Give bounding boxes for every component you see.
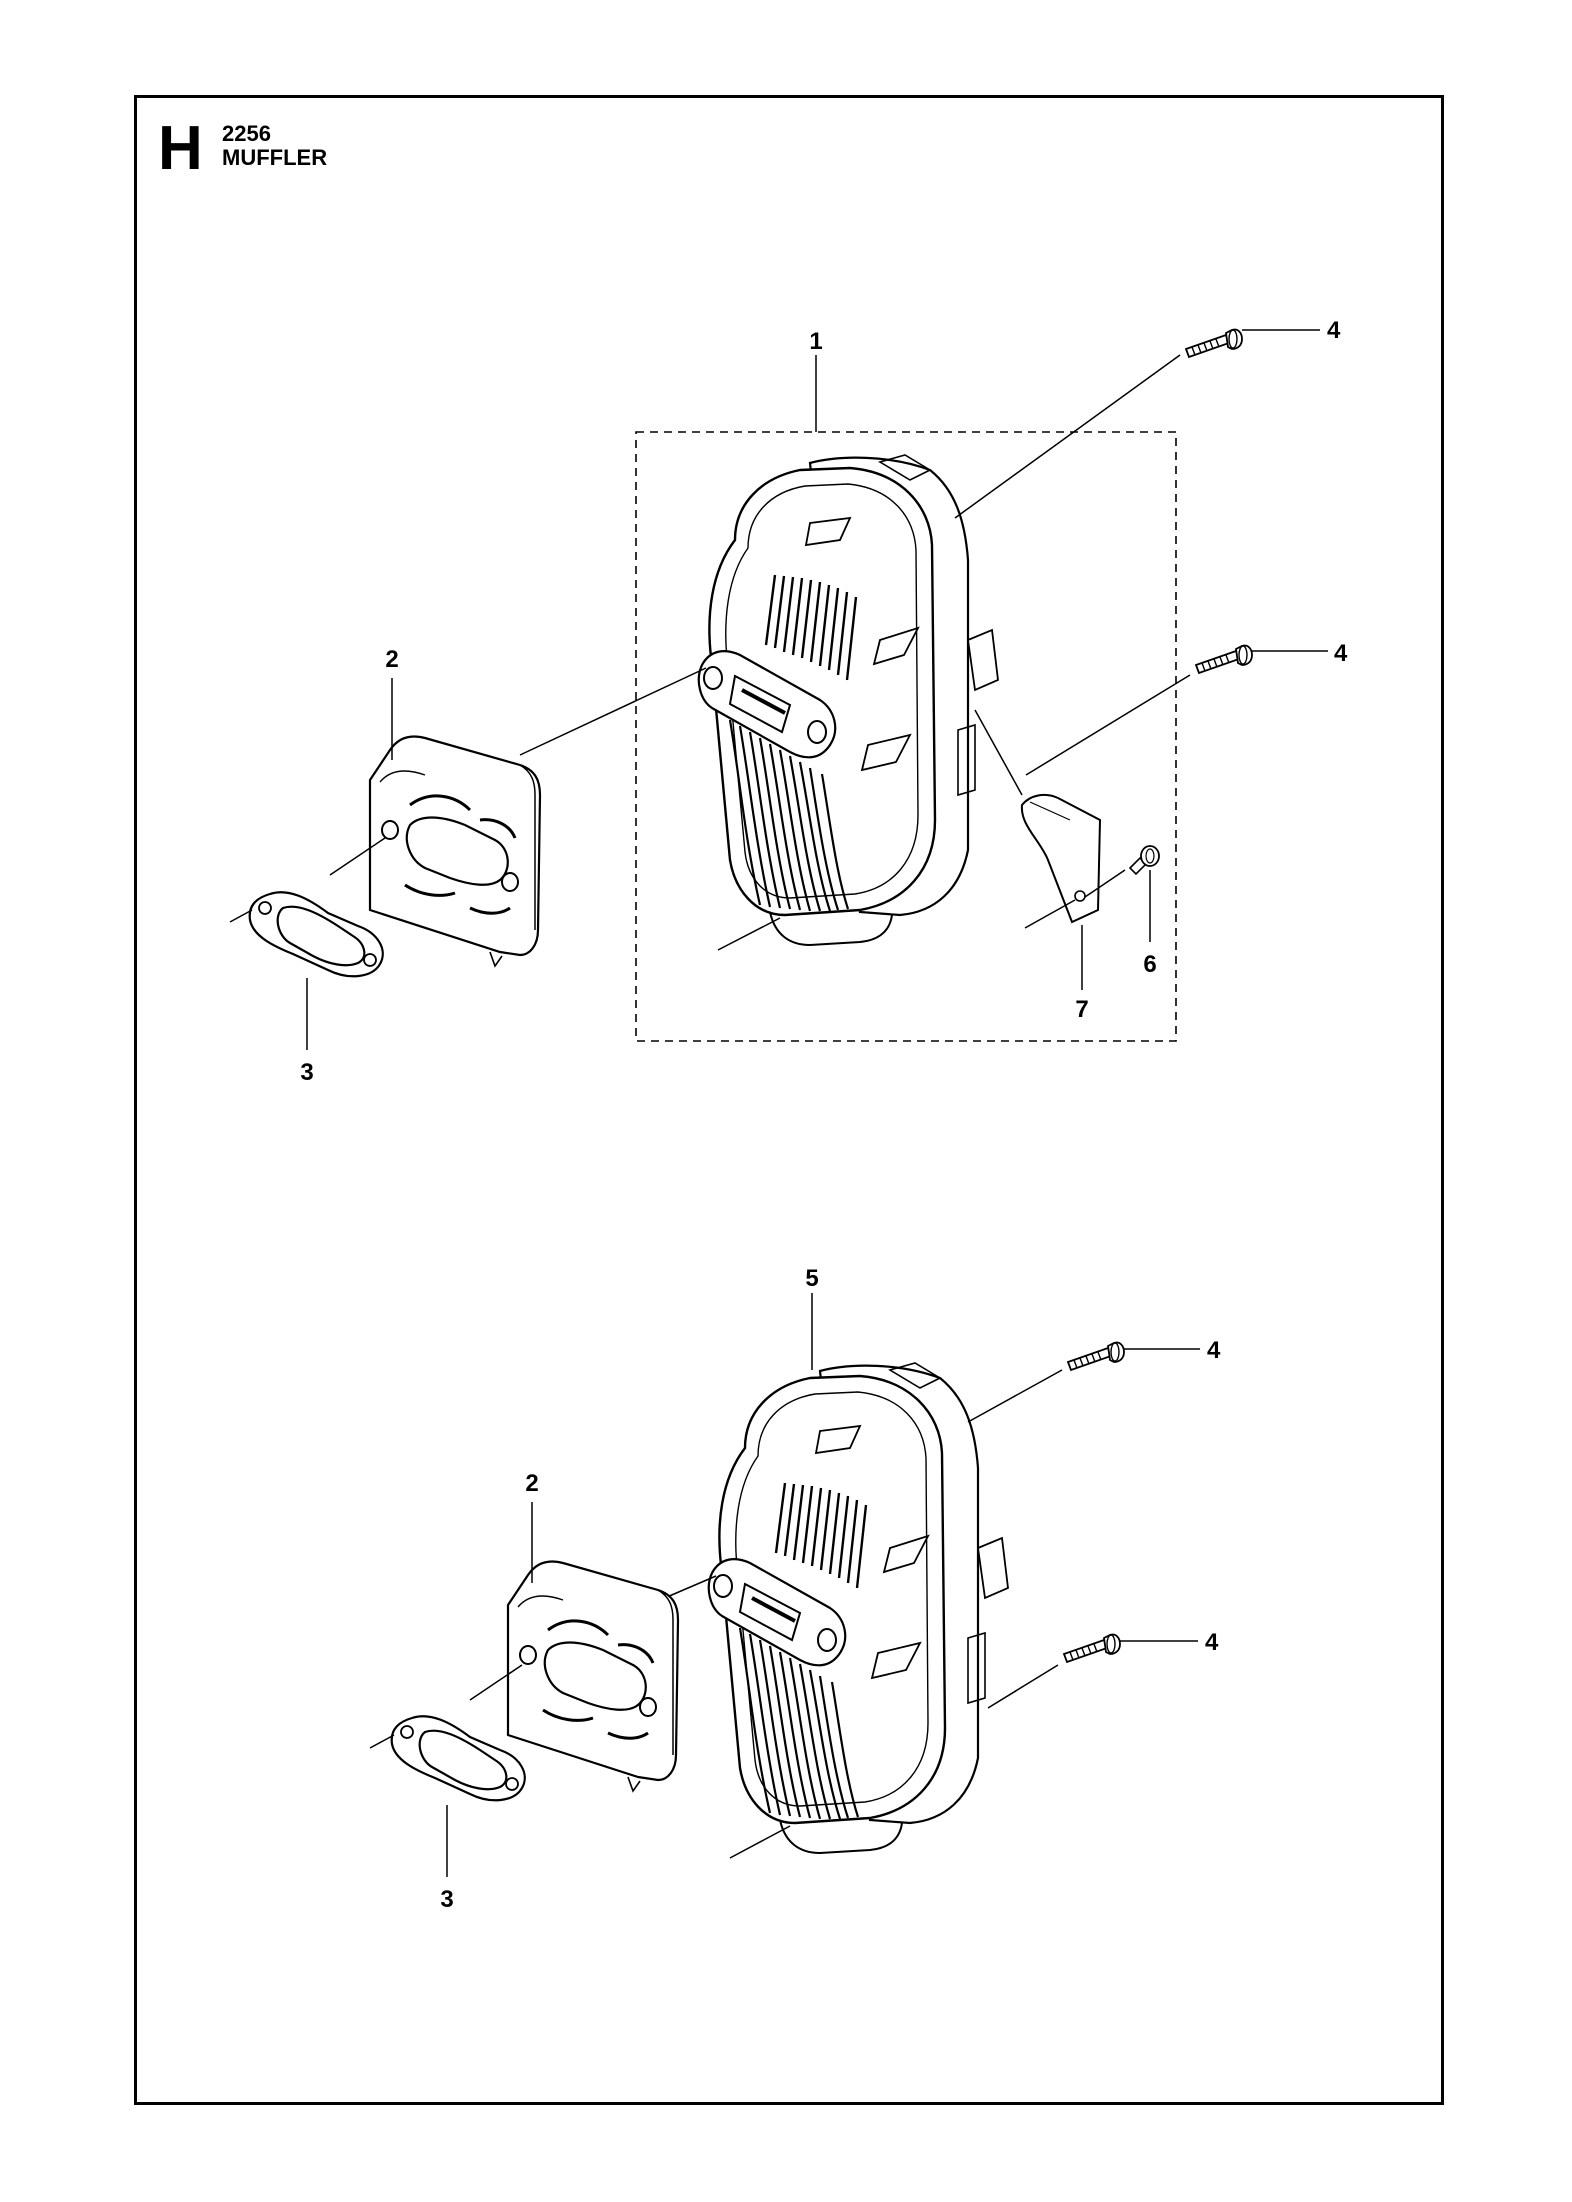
- callout-4-lower-bottom: 4: [1205, 1629, 1219, 1656]
- callout-6: 6: [1143, 951, 1156, 978]
- deflector: [1020, 793, 1102, 924]
- assembly-boundary: [635, 431, 1177, 1042]
- callout-3: 3: [300, 1059, 313, 1086]
- lower-assembly: 5 4 4 2 3: [369, 1265, 1221, 1913]
- callout-5: 5: [805, 1265, 818, 1292]
- callout-4-lower-top: 4: [1207, 1337, 1221, 1364]
- muffler: [706, 1361, 1010, 1855]
- page-title: MUFFLER: [222, 145, 328, 170]
- callout-2: 2: [385, 646, 398, 673]
- callout-7: 7: [1075, 996, 1088, 1023]
- cooling-plate: [506, 1560, 680, 1793]
- cooling-plate: [368, 735, 542, 968]
- callout-4-top: 4: [1327, 317, 1341, 344]
- bolt-top: [1185, 328, 1243, 358]
- upper-assembly: 1 4 4 7: [229, 317, 1348, 1086]
- callout-4-mid: 4: [1334, 640, 1348, 667]
- muffler-assembly: [696, 453, 1000, 947]
- bolt-mid: [1195, 644, 1253, 674]
- section-letter: H: [158, 114, 203, 183]
- screw: [1128, 845, 1160, 876]
- page-frame: [134, 95, 1444, 2105]
- callout-3-lower: 3: [440, 1886, 453, 1913]
- bolt-top: [1067, 1341, 1125, 1371]
- bolt-bottom: [1063, 1633, 1121, 1663]
- gasket: [248, 891, 384, 978]
- model-number: 2256: [222, 121, 271, 146]
- gasket: [390, 1715, 526, 1802]
- callout-1: 1: [809, 328, 822, 355]
- callout-2-lower: 2: [525, 1470, 538, 1497]
